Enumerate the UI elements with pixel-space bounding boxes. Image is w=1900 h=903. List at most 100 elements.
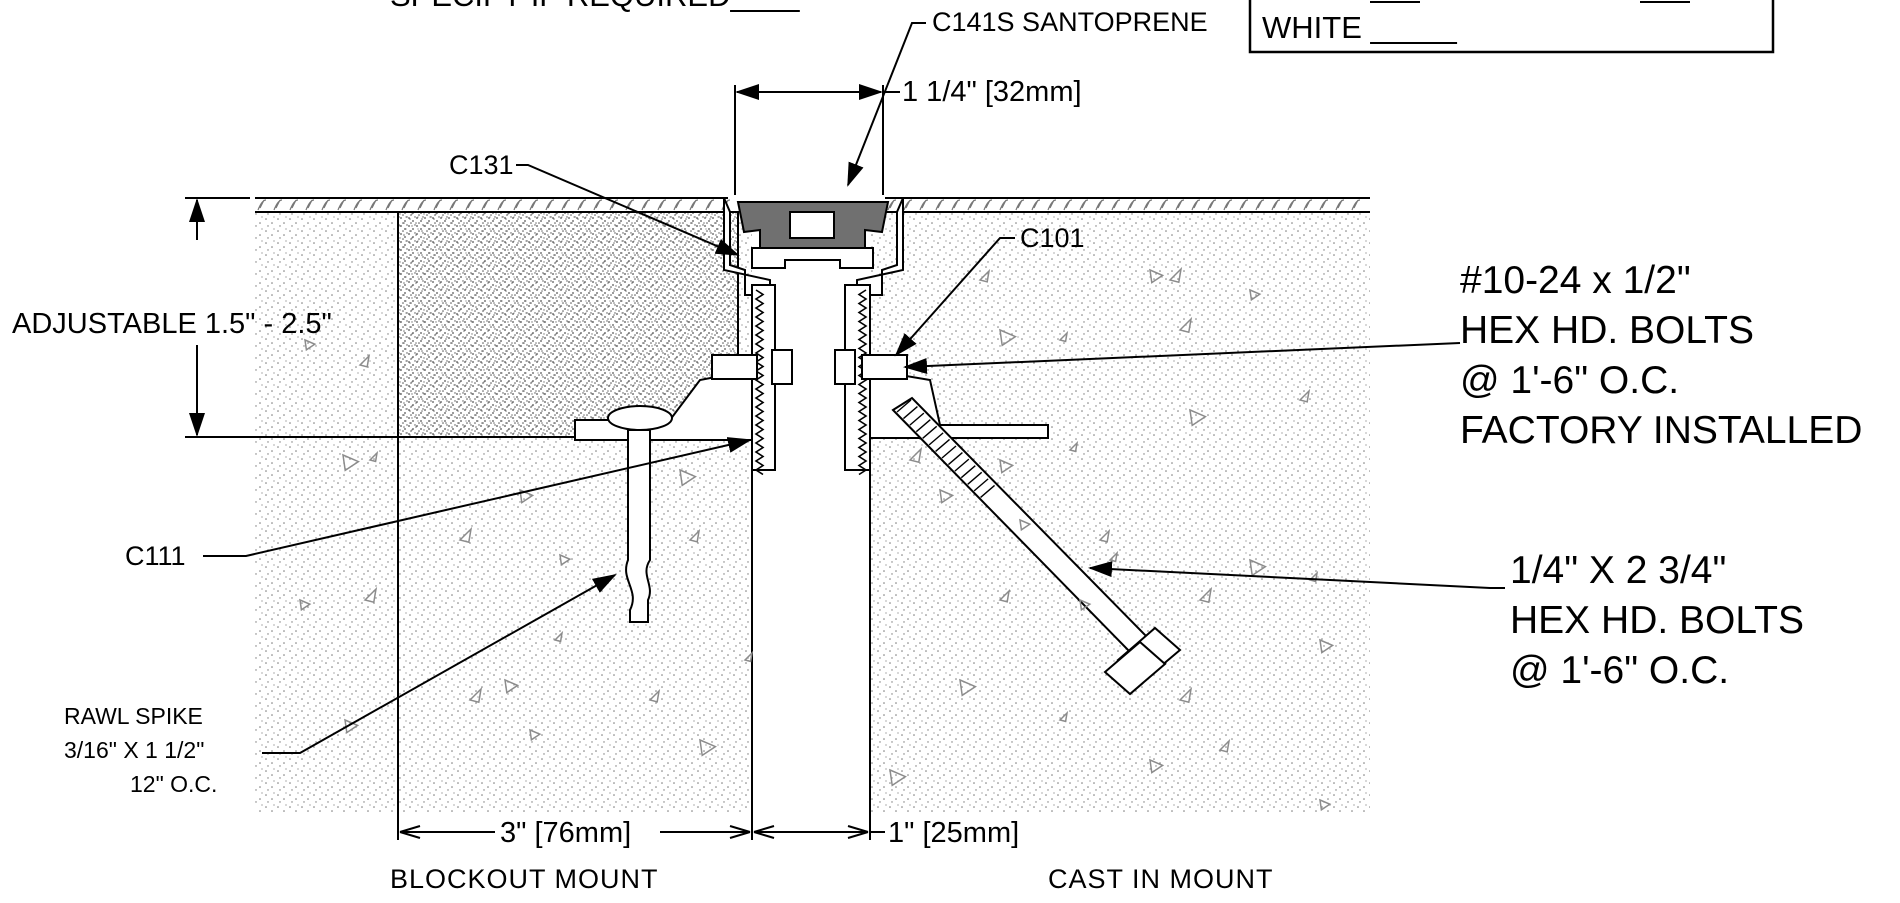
surface-hatch-mark: [967, 199, 977, 211]
aggregate-triangle: [959, 678, 977, 697]
spec-fragment: SPECIFY IF REQUIRED____: [390, 0, 800, 13]
thread-line: [947, 452, 963, 466]
surface-hatch-mark: [1319, 199, 1329, 211]
thread-line: [915, 419, 931, 433]
gasket-leader: [847, 22, 926, 187]
surface-hatch-mark: [999, 199, 1009, 211]
surface-hatch-mark: [1047, 199, 1057, 211]
aggregate-triangle: [368, 450, 379, 463]
aggregate-triangle: [1298, 388, 1311, 403]
color-white: WHITE _____: [1262, 10, 1457, 45]
c131-leader: [516, 164, 740, 256]
surface-hatch-mark: [951, 199, 961, 211]
surface-hatch-mark: [1143, 199, 1153, 211]
surface-hatch-mark: [481, 199, 491, 211]
hex-bolts-1-leader: [903, 342, 1461, 375]
aggregate-triangle: [1108, 550, 1119, 563]
hex-bolts-1-line: FACTORY INSTALLED: [1460, 409, 1862, 452]
gasket-label: C141S SANTOPRENE: [932, 7, 1208, 37]
rawl-spike-line: 12" O.C.: [130, 771, 217, 797]
surface-hatch-mark: [513, 199, 523, 211]
aggregate-triangle: [688, 528, 701, 543]
surface-hatch: [257, 199, 1361, 211]
surface-hatch-mark: [903, 199, 913, 211]
aggregate-triangle: [889, 768, 907, 787]
surface-hatch-mark: [1255, 199, 1265, 211]
surface-hatch-mark: [705, 199, 715, 211]
aggregate-triangle: [1019, 518, 1032, 532]
aggregate-triangle: [468, 686, 483, 704]
hex-bolts-1-line: @ 1'-6" O.C.: [1460, 359, 1679, 402]
aggregate-triangle: [1149, 268, 1165, 284]
hex-bolts-2-line: @ 1'-6" O.C.: [1510, 649, 1729, 692]
hex-bolts-1-line: HEX HD. BOLTS: [1460, 309, 1754, 352]
aggregate-triangle: [553, 630, 564, 643]
aggregate-triangle: [1058, 710, 1069, 723]
aggregate-triangle: [519, 488, 535, 504]
surface-hatch-mark: [689, 199, 699, 211]
aggregate-triangle: [504, 678, 520, 694]
aggregate-triangle: [1198, 586, 1213, 604]
aggregate-triangle: [999, 328, 1017, 347]
surface-hatch-mark: [545, 199, 555, 211]
surface-hatch-mark: [673, 199, 683, 211]
rawl-spike-line: RAWL SPIKE: [64, 703, 203, 729]
thread-line: [922, 425, 938, 439]
aggregate-triangle: [1249, 558, 1267, 577]
surface-hatch-mark: [1159, 199, 1169, 211]
surface-hatch-mark: [1015, 199, 1025, 211]
anchor-bolt-thread: [896, 399, 996, 498]
rawl-spike-line: 3/16" X 1 1/2": [64, 737, 204, 763]
hex-bolts-2-line: 1/4" X 2 3/4": [1510, 549, 1726, 592]
gap-dim-label: 1" [25mm]: [888, 817, 1019, 849]
rawl-spike: [607, 405, 673, 623]
surface-hatch-mark: [417, 199, 427, 211]
surface-hatch-mark: [1175, 199, 1185, 211]
surface-hatch-mark: [561, 199, 571, 211]
surface-hatch-mark: [1351, 199, 1361, 211]
aggregate-triangle: [1079, 598, 1092, 612]
aggregate-marks: [299, 266, 1335, 812]
surface-hatch-mark: [1287, 199, 1297, 211]
aggregate-triangle: [1178, 686, 1193, 704]
color-box: [1248, 0, 1775, 54]
c101-label: C101: [1020, 223, 1085, 253]
hex-bolts-2-leader: [1088, 561, 1505, 589]
surface-hatch-mark: [1031, 199, 1041, 211]
c131-label: C131: [449, 150, 514, 180]
aggregate-triangle: [559, 553, 572, 567]
aggregate-triangle: [743, 650, 754, 663]
surface-hatch-mark: [1303, 199, 1313, 211]
surface-hatch-mark: [887, 199, 897, 211]
aggregate-triangle: [1149, 758, 1165, 774]
blockout-dim: [399, 825, 885, 839]
surface-hatch-mark: [337, 199, 347, 211]
aggregate-triangle: [1319, 798, 1332, 812]
surface-hatch-mark: [289, 199, 299, 211]
aggregate-triangle: [1168, 266, 1183, 284]
surface-hatch-mark: [1079, 199, 1089, 211]
joint-width-label: 1 1/4" [32mm]: [902, 76, 1082, 108]
aggregate-triangle: [908, 446, 923, 464]
aggregate-triangle: [358, 353, 371, 368]
surface-hatch-mark: [1063, 199, 1073, 211]
aggregate-triangle: [1098, 528, 1111, 543]
deck-surface: [255, 197, 1370, 213]
aggregate-triangle: [998, 588, 1011, 603]
small-bolt-right: [834, 349, 908, 385]
aggregate-triangle: [978, 268, 991, 283]
surface-hatch-mark: [1127, 199, 1137, 211]
surface-hatch-mark: [983, 199, 993, 211]
joint-width-dim: [734, 84, 900, 195]
blockout-grout: [397, 211, 739, 438]
aggregate-triangle: [1319, 638, 1335, 654]
aggregate-triangle: [529, 728, 542, 742]
c111-extrusion: [723, 197, 771, 296]
thread-line: [909, 412, 925, 426]
aggregate-triangle: [679, 468, 697, 487]
surface-hatch-mark: [1191, 199, 1201, 211]
c101-leader: [894, 237, 1015, 357]
thread-line: [935, 438, 951, 452]
surface-hatch-mark: [433, 199, 443, 211]
